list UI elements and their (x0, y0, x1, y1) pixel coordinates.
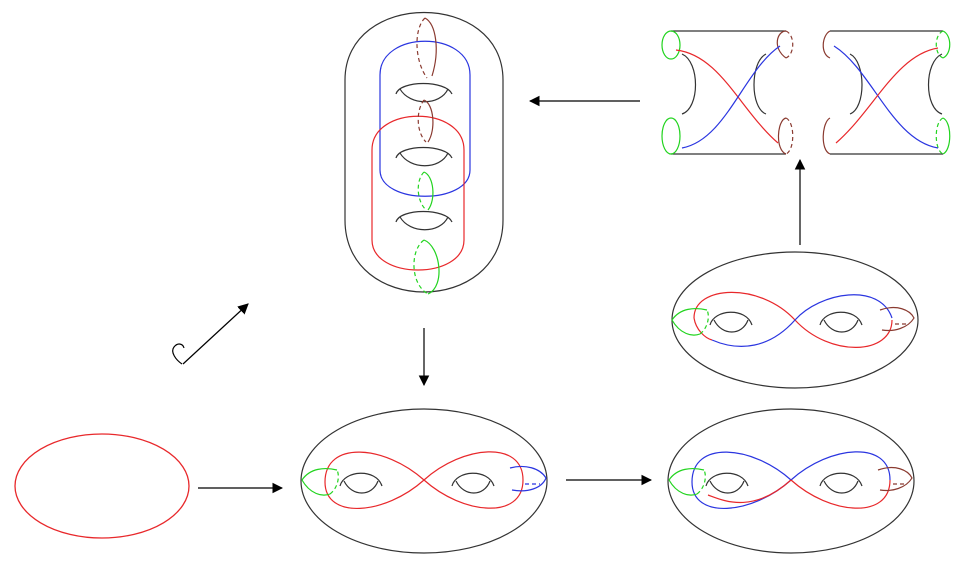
red-ellipse (14, 433, 190, 539)
genus-three-surface-vertical (344, 12, 504, 295)
genus-two-surface-bottom-right (667, 408, 915, 554)
cut-piece-left (661, 30, 794, 155)
cut-surface-pieces-top-right (661, 30, 951, 155)
hook-arrow (172, 303, 249, 365)
genus-two-surface-bottom-middle (300, 408, 548, 554)
cut-piece-right (822, 30, 951, 155)
genus-two-surface-right (671, 251, 919, 389)
